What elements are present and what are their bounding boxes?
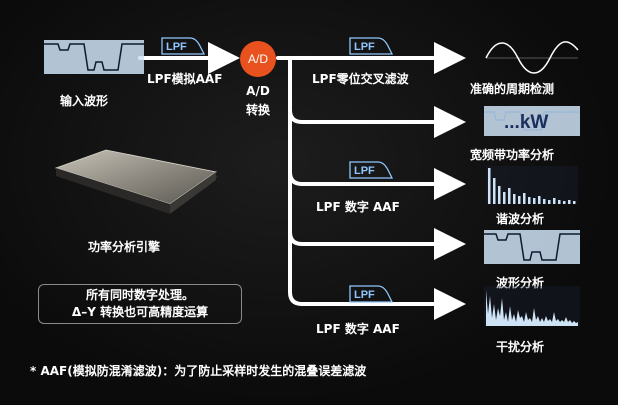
adc-to-wideband-arrow — [288, 106, 466, 138]
power-readout: ...kW — [504, 112, 549, 133]
adc-badge: A/D — [240, 41, 276, 77]
sine-wave-icon — [485, 41, 579, 74]
branch-2-output-label: 宽频带功率分析 — [470, 148, 555, 162]
footnote: * AAF(模拟防混淆滤波)：为了防止采样时发生的混叠误差滤波 — [30, 364, 367, 378]
branch-1-output-label: 准确的周期检测 — [470, 82, 555, 96]
harmonic-spectrum-icon — [486, 166, 578, 204]
note-line2: Δ–Y 转换也可高精度运算 — [71, 305, 209, 319]
lpf-badge-icon: LPF — [349, 37, 394, 55]
lpf-aaf-label: LPF模拟AAF — [147, 72, 223, 86]
note-line1: 所有同时数字处理。 — [85, 288, 194, 302]
branch-1-lpf-label: LPF零位交叉滤波 — [312, 72, 409, 86]
branch-4-output-label: 波形分析 — [496, 276, 545, 290]
lpf-badge-text: LPF — [354, 41, 375, 53]
input-waveform-icon — [44, 40, 144, 74]
branch-5-output-label: 干扰分析 — [496, 340, 545, 354]
adc-to-harmonic-arrow — [288, 168, 466, 200]
lpf-badge-text: LPF — [354, 289, 375, 301]
lpf-badge-text: LPF — [166, 41, 187, 53]
adc-caption-line2: 转换 — [245, 103, 270, 117]
trunk-line — [288, 56, 304, 306]
engine-label: 功率分析引擎 — [88, 240, 161, 254]
lpf-badge-icon: LPF — [161, 37, 206, 55]
chip-image — [54, 149, 218, 214]
processing-note-box: 所有同时数字处理。 Δ–Y 转换也可高精度运算 — [38, 284, 242, 324]
waveform-analysis-icon — [484, 230, 580, 264]
lpf-badge-icon: LPF — [349, 285, 394, 303]
input-waveform-label: 输入波形 — [60, 94, 109, 108]
lpf-badge-text: LPF — [354, 165, 375, 177]
adc-caption-line1: A/D — [246, 84, 270, 98]
wideband-waveform-icon — [484, 106, 580, 136]
branch-3-lpf-label: LPF 数字 AAF — [316, 200, 400, 214]
adc-to-waveform-arrow — [288, 228, 466, 260]
branch-3-output-label: 谐波分析 — [496, 212, 545, 226]
noise-spectrum-icon — [484, 286, 580, 326]
branch-5-lpf-label: LPF 数字 AAF — [316, 322, 400, 336]
lpf-badge-icon: LPF — [349, 161, 394, 179]
